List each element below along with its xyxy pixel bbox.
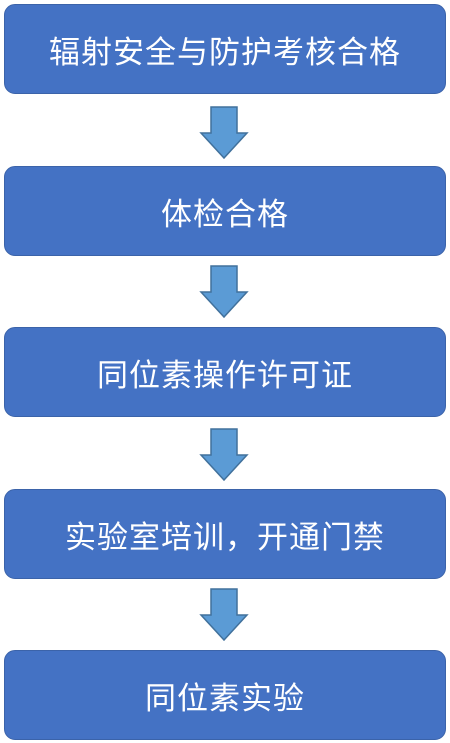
step-label: 同位素实验 [145, 680, 305, 717]
step-label: 同位素操作许可证 [97, 357, 353, 394]
step-box-lab-training: 实验室培训，开通门禁 [4, 489, 446, 579]
down-arrow-icon [199, 588, 249, 642]
down-arrow-icon [199, 428, 249, 482]
step-box-radiation-safety-exam: 辐射安全与防护考核合格 [4, 4, 446, 94]
step-label: 辐射安全与防护考核合格 [49, 34, 401, 71]
down-arrow-icon [199, 265, 249, 319]
step-label: 实验室培训，开通门禁 [65, 519, 385, 556]
step-box-isotope-experiment: 同位素实验 [4, 650, 446, 740]
down-arrow-icon [199, 106, 249, 160]
step-box-physical-exam: 体检合格 [4, 166, 446, 256]
step-label: 体检合格 [161, 196, 289, 233]
step-box-isotope-license: 同位素操作许可证 [4, 327, 446, 417]
